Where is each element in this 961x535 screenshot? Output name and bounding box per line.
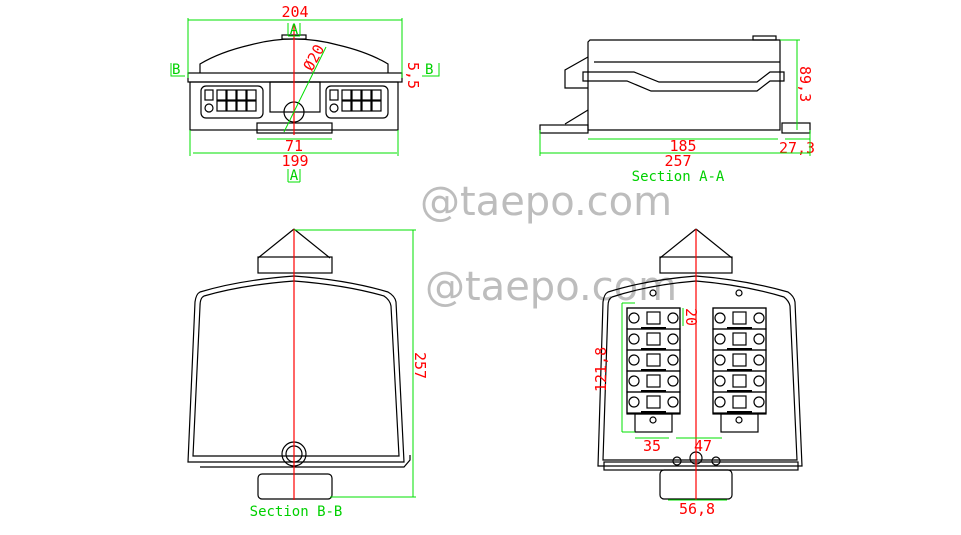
connector-icon — [628, 396, 640, 408]
connector-icon — [714, 354, 726, 366]
adapter-module — [626, 391, 681, 414]
port-cell — [351, 100, 362, 112]
port-cell — [341, 89, 352, 101]
dim-185: 185 — [669, 137, 696, 155]
connector-icon — [753, 312, 765, 324]
section-mark-b-left: B — [172, 62, 180, 78]
dim-47: 47 — [694, 437, 712, 455]
enclosure-outline — [597, 275, 803, 467]
connector-icon — [714, 375, 726, 387]
bottom-mount-tab — [257, 473, 333, 500]
flange-left — [539, 124, 589, 134]
connector-icon — [628, 333, 640, 345]
port-panel-right — [325, 85, 389, 119]
dim-204: 204 — [281, 3, 308, 21]
top-view: 204 199 71 Ø20 5,5 A A B B — [170, 3, 440, 184]
connector-icon — [667, 375, 679, 387]
connector-icon — [753, 396, 765, 408]
port-cell — [371, 89, 382, 101]
hanger-bracket — [257, 256, 333, 274]
adapter-module — [712, 391, 767, 414]
connector-icon — [628, 312, 640, 324]
port-cell — [216, 89, 227, 101]
watermark-center: @taepo.com — [425, 264, 677, 310]
dim-71: 71 — [285, 137, 303, 155]
adapter-module — [626, 349, 681, 372]
side-body-outline — [587, 39, 781, 131]
door-outline — [187, 275, 405, 463]
dim-56-8: 56,8 — [679, 500, 715, 518]
section-aa-title: Section A-A — [632, 169, 725, 185]
port-cell — [246, 100, 257, 112]
section-aa-view: 89,3 185 27,3 257 Section A-A — [539, 35, 815, 185]
port-grid — [329, 89, 382, 113]
dim-257-aa: 257 — [664, 152, 691, 170]
port-cell — [236, 100, 247, 112]
dim-20: 20 — [682, 308, 700, 326]
dim-121-8: 121,8 — [592, 347, 610, 392]
port-cell — [226, 89, 237, 101]
adapter-module — [712, 307, 767, 330]
adapter-module — [626, 307, 681, 330]
port-cell — [226, 100, 237, 112]
connector-icon — [753, 354, 765, 366]
lid-rim — [187, 72, 403, 83]
section-mark-b-right: B — [425, 62, 433, 78]
dim-89-3: 89,3 — [796, 66, 814, 102]
splice-module-column — [712, 307, 767, 433]
section-mark-a-bottom: A — [290, 168, 299, 184]
port-cell — [361, 89, 372, 101]
port-cell — [246, 89, 257, 101]
port-panel-left — [200, 85, 264, 119]
connector-icon — [628, 375, 640, 387]
connector-icon — [667, 396, 679, 408]
dim-257-bb: 257 — [411, 352, 429, 379]
section-bb-title: Section B-B — [250, 504, 343, 520]
dim-199: 199 — [281, 152, 308, 170]
connector-icon — [714, 333, 726, 345]
port-cell — [341, 100, 352, 112]
port-cell — [371, 100, 382, 112]
connector-icon — [667, 354, 679, 366]
adapter-module — [626, 370, 681, 393]
connector-icon — [667, 312, 679, 324]
port-cell — [236, 89, 247, 101]
connector-icon — [714, 396, 726, 408]
section-mark-a-top: A — [290, 22, 299, 38]
flange-right — [781, 122, 811, 134]
dim-35: 35 — [643, 437, 661, 455]
dim-diameter: Ø20 — [300, 42, 329, 74]
connector-icon — [628, 354, 640, 366]
splice-module-column — [626, 307, 681, 433]
section-bb-view: 257 Section B-B — [187, 228, 429, 520]
adapter-module — [626, 328, 681, 351]
connector-icon — [753, 375, 765, 387]
dim-lip: 5,5 — [404, 62, 422, 89]
connector-icon — [667, 333, 679, 345]
port-cell — [351, 89, 362, 101]
port-grid — [204, 89, 257, 113]
port-cell — [216, 100, 227, 112]
connector-icon — [753, 333, 765, 345]
connector-icon — [714, 312, 726, 324]
adapter-module — [712, 370, 767, 393]
interior-view: 121,8 20 35 47 56,8 — [592, 228, 803, 518]
adapter-module — [712, 328, 767, 351]
watermark-top: @taepo.com — [420, 179, 672, 225]
port-cell — [361, 100, 372, 112]
adapter-module — [712, 349, 767, 372]
